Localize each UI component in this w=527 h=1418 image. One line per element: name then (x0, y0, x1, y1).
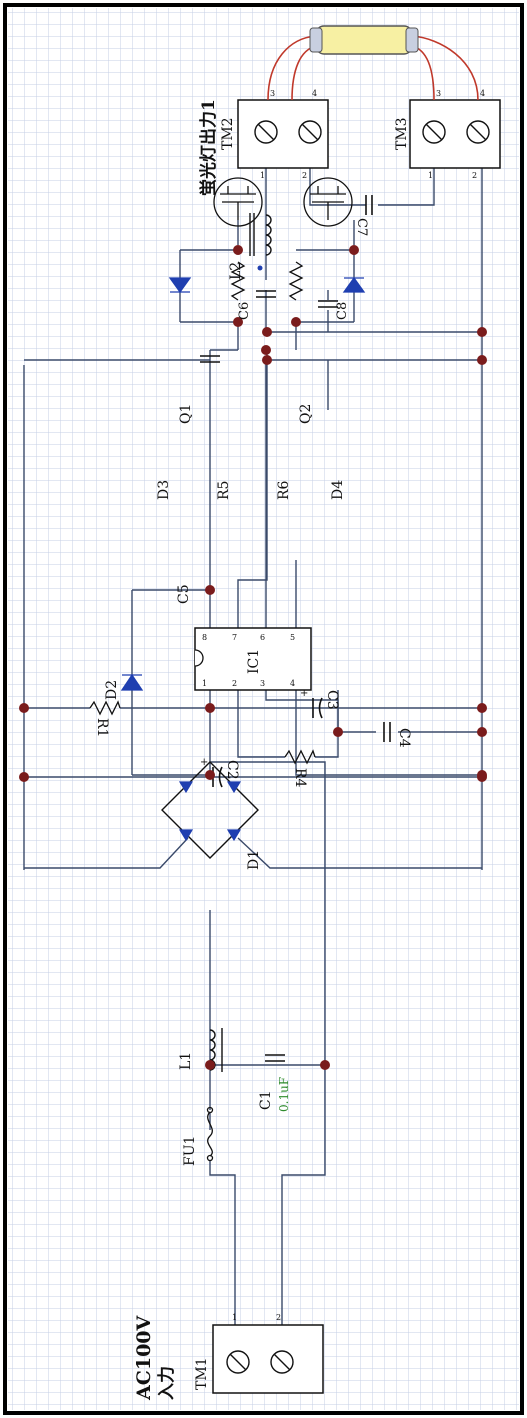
pin-tm1-2: 2 (276, 1313, 281, 1322)
terminal-tm3 (409, 99, 501, 169)
label-d2: D2 (104, 680, 120, 700)
label-tm2: TM2 (220, 117, 236, 150)
svg-text:+: + (300, 688, 308, 699)
pin-tm3-1: 1 (428, 171, 433, 180)
diode-d2 (120, 673, 144, 691)
label-ic1: IC1 (246, 649, 262, 674)
grid-background (8, 8, 519, 1410)
pin-ic1-3: 3 (260, 679, 265, 688)
labels: 蛍光灯出力1 AC100V 入力 TM2 TM3 TM1 L2 C6 C8 C7… (94, 89, 485, 1401)
pin-tm3-3: 3 (436, 89, 441, 98)
pin-tm3-4: 4 (480, 89, 485, 98)
label-d3: D3 (156, 480, 172, 500)
label-c7: C7 (354, 218, 369, 236)
pin-tm2-4: 4 (312, 89, 317, 98)
label-tm1: TM1 (194, 1357, 210, 1390)
label-c6: C6 (237, 302, 252, 320)
label-c5: C5 (176, 584, 192, 604)
label-c1: C1 (258, 1090, 274, 1110)
ic-ic1 (194, 627, 312, 691)
resistor-r5 (230, 261, 246, 301)
pin-tm2-2: 2 (302, 171, 307, 180)
label-r6: R6 (276, 480, 292, 500)
label-d1: D1 (246, 850, 262, 870)
capacitor-c4 (383, 722, 391, 742)
resistor-r4 (284, 749, 316, 765)
mosfet-q1 (213, 177, 263, 227)
pin-tm2-1: 1 (260, 171, 265, 180)
mosfet-q2 (303, 177, 353, 227)
junction-dots (19, 245, 487, 1070)
resistor-r6 (288, 261, 304, 301)
label-tm3: TM3 (394, 117, 410, 150)
resistor-r1 (89, 700, 121, 716)
terminal-tm1 (212, 1324, 324, 1394)
pin-ic1-5: 5 (290, 633, 295, 642)
label-c4: C4 (396, 728, 412, 748)
title-fluorescent-output: 蛍光灯出力1 (198, 99, 219, 196)
pin-ic1-1: 1 (202, 679, 207, 688)
diode-d4 (342, 276, 366, 293)
label-r4: R4 (292, 768, 308, 788)
label-d4: D4 (330, 480, 346, 500)
label-r5: R5 (216, 481, 232, 500)
label-c3: C3 (324, 690, 340, 710)
pin-tm3-2: 2 (472, 171, 477, 180)
label-c8: C8 (335, 302, 350, 320)
capacitor-c5 (200, 355, 220, 363)
label-l1: L1 (178, 1052, 194, 1070)
label-c1-value: 0.1uF (277, 1077, 291, 1112)
label-q1: Q1 (178, 404, 194, 424)
svg-text:+: + (200, 757, 208, 768)
wires (23, 168, 483, 1325)
pin-ic1-7: 7 (232, 633, 237, 642)
capacitor-c7 (365, 195, 373, 215)
diode-d3 (168, 277, 192, 294)
label-q2: Q2 (298, 404, 314, 424)
capacitor-c8 (318, 300, 338, 308)
label-fu1: FU1 (182, 1136, 198, 1166)
pin-ic1-6: 6 (260, 633, 265, 642)
fuse-fu1 (206, 1106, 214, 1162)
label-l2: L2 (228, 262, 244, 280)
fluorescent-lamp (267, 25, 479, 101)
title-ac-input-label: 入力 (156, 1366, 177, 1400)
pin-tm1-1: 1 (232, 1313, 237, 1322)
label-r1: R1 (94, 718, 110, 737)
capacitor-c3: + (300, 688, 323, 719)
capacitor-c6 (256, 290, 276, 298)
bridge-rectifier-d1 (161, 761, 259, 859)
pin-ic1-8: 8 (202, 633, 207, 642)
pin-tm2-3: 3 (270, 89, 275, 98)
capacitor-c1 (265, 1054, 285, 1062)
pin-ic1-2: 2 (232, 679, 237, 688)
title-ac-input-voltage: AC100V (133, 1314, 155, 1401)
frame-border (3, 3, 524, 1415)
terminal-tm2 (237, 99, 329, 169)
pin-ic1-4: 4 (290, 679, 295, 688)
label-c2: C2 (224, 760, 240, 780)
